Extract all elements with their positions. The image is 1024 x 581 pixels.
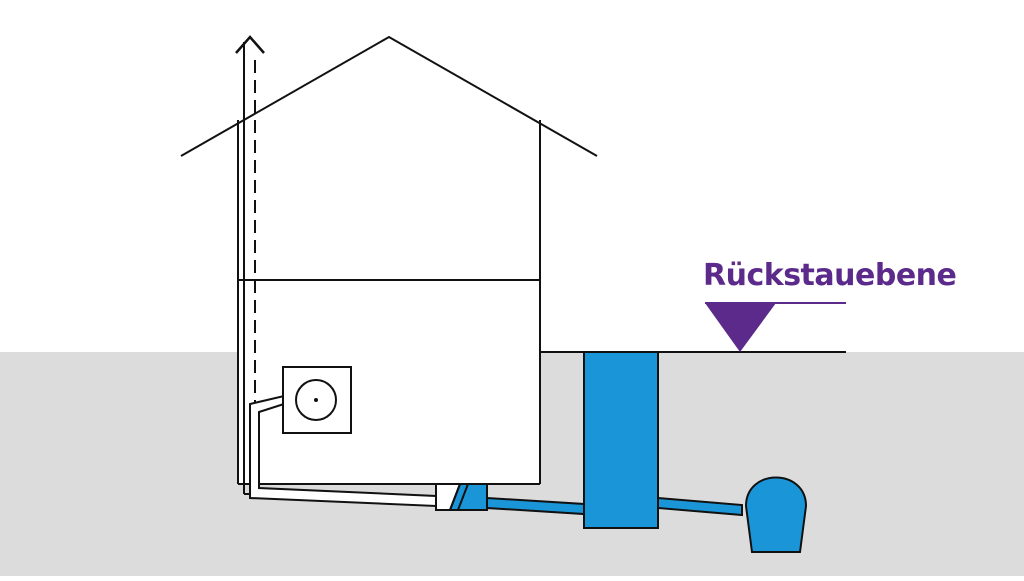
house-roof [180, 35, 598, 157]
backflow-level-triangle-icon [705, 303, 776, 352]
house-gable-fill [238, 37, 540, 120]
main-sewer [744, 476, 808, 553]
backflow-valve [435, 483, 488, 511]
sewer-shaft [583, 351, 659, 529]
vent-arrow-icon [235, 35, 265, 54]
backflow-level-label: Rückstauebene [703, 258, 957, 293]
washing-machine [282, 366, 352, 434]
